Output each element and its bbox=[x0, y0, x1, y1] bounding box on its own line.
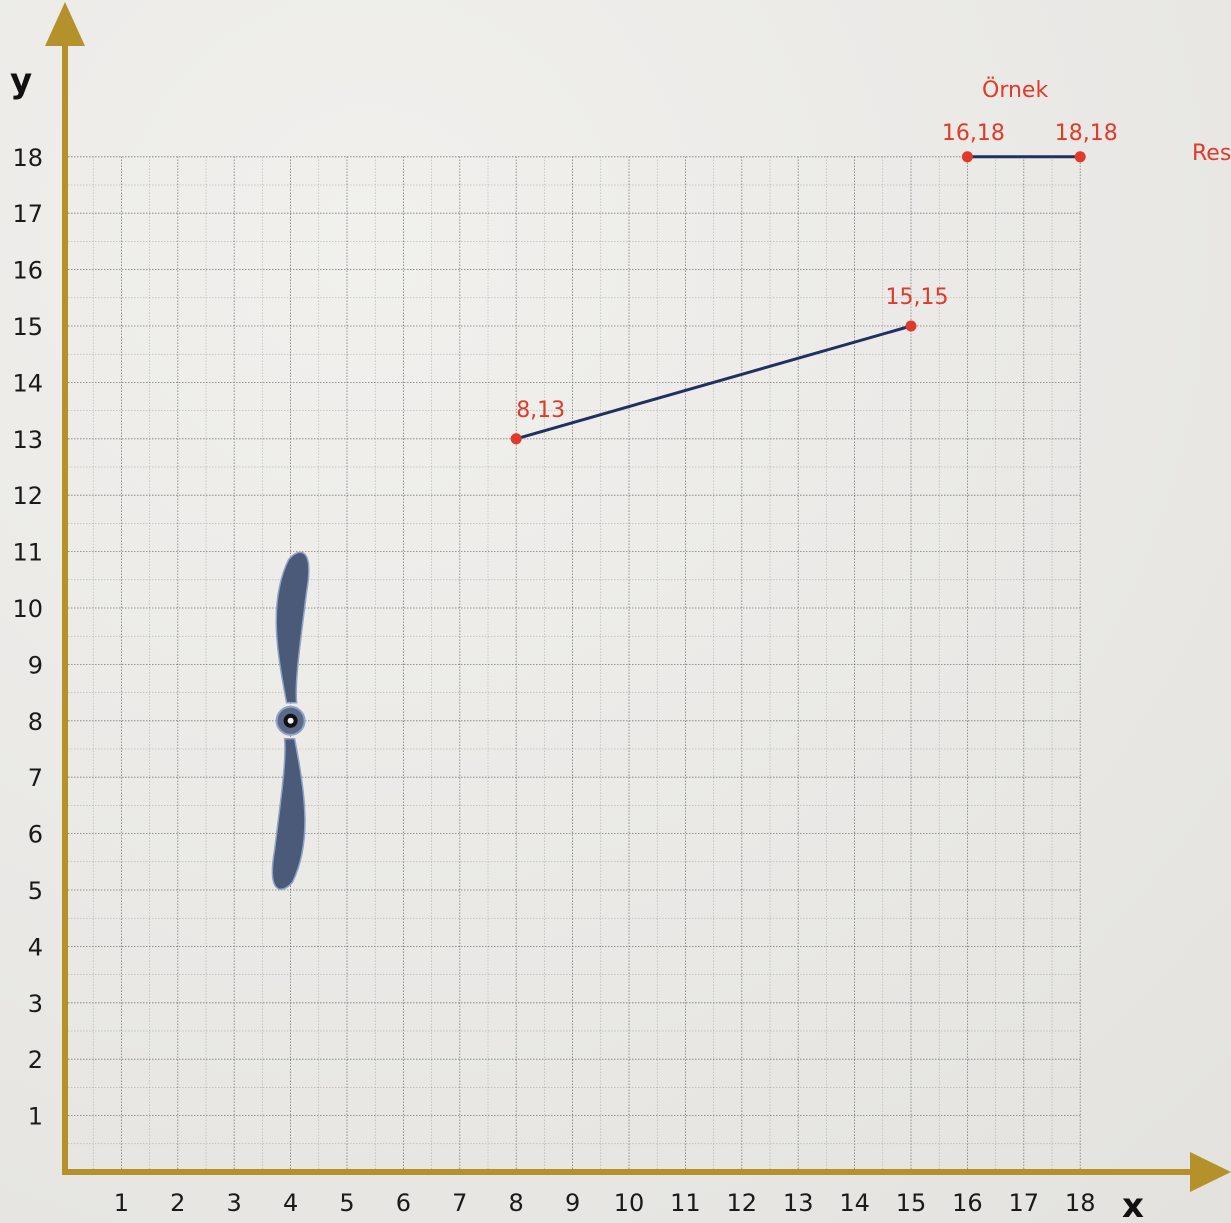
point-label: 15,15 bbox=[886, 285, 949, 310]
data-point bbox=[1074, 151, 1086, 163]
point-label: 16,18 bbox=[942, 121, 1005, 146]
y-tick-label: 13 bbox=[12, 426, 43, 454]
x-tick-label: 16 bbox=[952, 1189, 983, 1217]
x-tick-label: 15 bbox=[896, 1189, 927, 1217]
y-tick-label: 7 bbox=[28, 764, 43, 792]
x-tick-label: 3 bbox=[227, 1189, 242, 1217]
y-tick-label: 18 bbox=[12, 144, 43, 172]
y-tick-label: 1 bbox=[28, 1103, 43, 1131]
x-tick-label: 1 bbox=[114, 1189, 129, 1217]
axes bbox=[45, 2, 1231, 1192]
grid bbox=[64, 156, 1081, 1173]
x-tick-label: 5 bbox=[339, 1189, 354, 1217]
point-labels: 8,13 15,15 16,18 18,18 bbox=[516, 121, 1117, 423]
point-label: 8,13 bbox=[516, 398, 565, 423]
y-tick-label: 6 bbox=[28, 821, 43, 849]
x-axis-label: x bbox=[1122, 1186, 1144, 1223]
y-tick-label: 5 bbox=[28, 877, 43, 905]
data-point bbox=[961, 151, 973, 163]
y-tick-label: 16 bbox=[12, 257, 43, 285]
x-tick-label: 17 bbox=[1009, 1189, 1040, 1217]
data-point bbox=[510, 433, 522, 445]
propeller-blade-top bbox=[275, 551, 310, 704]
x-tick-label: 12 bbox=[727, 1189, 758, 1217]
y-tick-label: 8 bbox=[28, 708, 43, 736]
x-tick-label: 7 bbox=[452, 1189, 467, 1217]
propeller-icon bbox=[271, 551, 310, 891]
y-tick-label: 10 bbox=[12, 595, 43, 623]
y-tick-label: 4 bbox=[28, 933, 43, 961]
x-tick-label: 6 bbox=[396, 1189, 411, 1217]
x-tick-label: 14 bbox=[839, 1189, 870, 1217]
y-axis-label: y bbox=[10, 61, 32, 101]
x-tick-label: 11 bbox=[670, 1189, 701, 1217]
y-tick-label: 15 bbox=[12, 313, 43, 341]
y-tick-label: 9 bbox=[28, 651, 43, 679]
y-tick-label: 12 bbox=[12, 482, 43, 510]
y-tick-label: 2 bbox=[28, 1046, 43, 1074]
x-tick-label: 10 bbox=[614, 1189, 645, 1217]
x-tick-label: 18 bbox=[1065, 1189, 1096, 1217]
series-line-0 bbox=[515, 324, 912, 441]
y-axis-arrow bbox=[45, 2, 85, 46]
annotation-res: Res bbox=[1192, 141, 1231, 166]
y-tick-label: 17 bbox=[12, 200, 43, 228]
propeller-blade-bottom bbox=[271, 738, 306, 891]
annotation-ornek: Örnek bbox=[982, 77, 1048, 103]
x-tick-label: 2 bbox=[170, 1189, 185, 1217]
y-tick-label: 14 bbox=[12, 369, 43, 397]
x-tick-label: 4 bbox=[283, 1189, 298, 1217]
x-tick-label: 8 bbox=[509, 1189, 524, 1217]
x-axis-arrow bbox=[1190, 1152, 1231, 1192]
point-label: 18,18 bbox=[1055, 121, 1118, 146]
y-tick-label: 3 bbox=[28, 990, 43, 1018]
y-tick-label: 11 bbox=[12, 539, 43, 567]
series bbox=[510, 151, 1086, 445]
x-tick-label: 9 bbox=[565, 1189, 580, 1217]
data-point bbox=[905, 320, 917, 332]
propeller-hub-dot bbox=[287, 717, 294, 724]
x-tick-label: 13 bbox=[783, 1189, 814, 1217]
